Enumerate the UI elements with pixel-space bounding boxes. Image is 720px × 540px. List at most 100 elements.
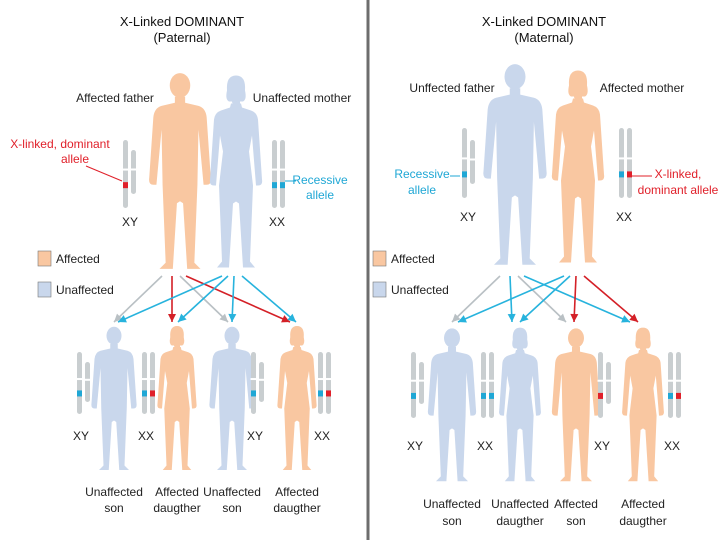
child-label-line1: Affected [275, 485, 319, 499]
legend-affected-swatch [372, 250, 387, 267]
chromosome-centromere [675, 379, 682, 382]
arrow-father-to-son-2 [517, 275, 567, 323]
chromosome-centromere [480, 379, 487, 382]
child-x-chromosome [667, 352, 674, 418]
chromosome-centromere [149, 378, 156, 381]
chromosome-body [676, 352, 681, 418]
chromosome-body [606, 362, 611, 404]
chromosome-body [326, 352, 331, 414]
paternal-child-1: XY Unaffected son [73, 326, 143, 515]
chromosome-allele-band [598, 392, 603, 399]
chromosome-allele-band [251, 390, 256, 397]
chromosome-allele-band [142, 390, 147, 397]
child-label-line1: Unaffected [85, 485, 143, 499]
child-x-chromosome [317, 352, 324, 414]
child-figure [91, 326, 137, 470]
recessive-allele-callout-line2: allele [306, 188, 334, 202]
chromosome-allele-band [462, 171, 467, 178]
mother-karyotype: XX [269, 215, 285, 229]
father-label: Unffected father [409, 81, 494, 95]
mother-x-chromosome-2 [279, 140, 286, 208]
arrow-mother-to-son-2 [570, 275, 579, 323]
child-x-chromosome [597, 352, 604, 418]
arrow-mother-to-son-1 [117, 275, 223, 323]
arrow-head [178, 313, 187, 322]
chromosome-allele-band [481, 392, 486, 399]
arrow-head [281, 315, 290, 323]
maternal-title-line2: (Maternal) [514, 30, 574, 45]
arrow-father-to-son-1 [451, 275, 501, 323]
recessive-allele-callout-line1: Recessive [292, 173, 348, 187]
arrow-head [452, 313, 461, 322]
mother-x-chromosome-2 [626, 128, 633, 198]
child-karyotype: XY [73, 429, 89, 443]
chromosome-centromere [76, 378, 83, 381]
dominant-allele-callout-line1: X-linked, [655, 167, 702, 181]
child-second-chromosome [84, 362, 91, 402]
child-label-line2: son [104, 501, 123, 515]
father-x-chromosome [122, 140, 129, 208]
affected-father-figure [149, 73, 211, 269]
child-figure [551, 328, 601, 482]
mother-label: Unaffected mother [253, 91, 352, 105]
legend-unaffected-swatch [372, 281, 387, 298]
legend-unaffected-swatch [37, 281, 52, 298]
father-karyotype: XY [460, 210, 476, 224]
chromosome-centromere [418, 379, 425, 382]
arrow-head [520, 313, 529, 322]
dominant-allele-callout-line2: allele [61, 152, 89, 166]
chromosome-body [280, 140, 285, 208]
arrow-line [517, 275, 567, 323]
chromosome-centromere [250, 378, 257, 381]
arrow-line [241, 275, 297, 323]
child-label-line2: daugther [273, 501, 320, 515]
child-second-chromosome [605, 362, 612, 404]
arrow-mother-to-daughter-1 [519, 275, 571, 323]
recessive-allele-callout-line2: allele [408, 183, 436, 197]
arrow-mother-to-son-2 [228, 275, 237, 323]
child-label-line1: Unaffected [491, 497, 549, 511]
arrow-mother-to-daughter-2 [583, 275, 639, 323]
mother-x-chromosome-1 [618, 128, 625, 198]
chromosome-centromere [626, 157, 633, 160]
chromosome-allele-band [627, 171, 632, 178]
mother-karyotype: XX [616, 210, 632, 224]
chromosome-allele-band [668, 392, 673, 399]
chromosome-body [85, 362, 90, 402]
legend-affected-label: Affected [391, 252, 435, 266]
chromosome-centromere [271, 168, 278, 171]
chromosome-body [251, 352, 256, 414]
arrow-line [583, 275, 639, 323]
arrow-line [519, 275, 571, 323]
legend-affected-swatch [37, 250, 52, 267]
father-x-chromosome [461, 128, 468, 198]
child-label-line1: Affected [155, 485, 199, 499]
mother-x-chromosome-1 [271, 140, 278, 208]
child-x-chromosome [410, 352, 417, 418]
chromosome-centromere [597, 379, 604, 382]
chromosome-body [142, 352, 147, 414]
arrow-father-to-son-1 [113, 275, 163, 323]
arrow-line [113, 275, 163, 323]
maternal-title: X-Linked DOMINANT (Maternal) [394, 14, 694, 46]
chromosome-centromere [141, 378, 148, 381]
child-figure [499, 327, 541, 482]
arrow-head [621, 315, 630, 323]
child-karyotype: XX [664, 439, 680, 453]
child-karyotype: XX [138, 429, 154, 443]
affected-mother-figure [551, 70, 605, 263]
child-label-line1: Affected [621, 497, 665, 511]
chromosome-centromere [618, 157, 625, 160]
chromosome-allele-band [280, 182, 285, 189]
chromosome-centromere [130, 168, 137, 171]
arrow-head [629, 313, 638, 322]
child-karyotype: XY [594, 439, 610, 453]
child-figure [427, 328, 477, 482]
